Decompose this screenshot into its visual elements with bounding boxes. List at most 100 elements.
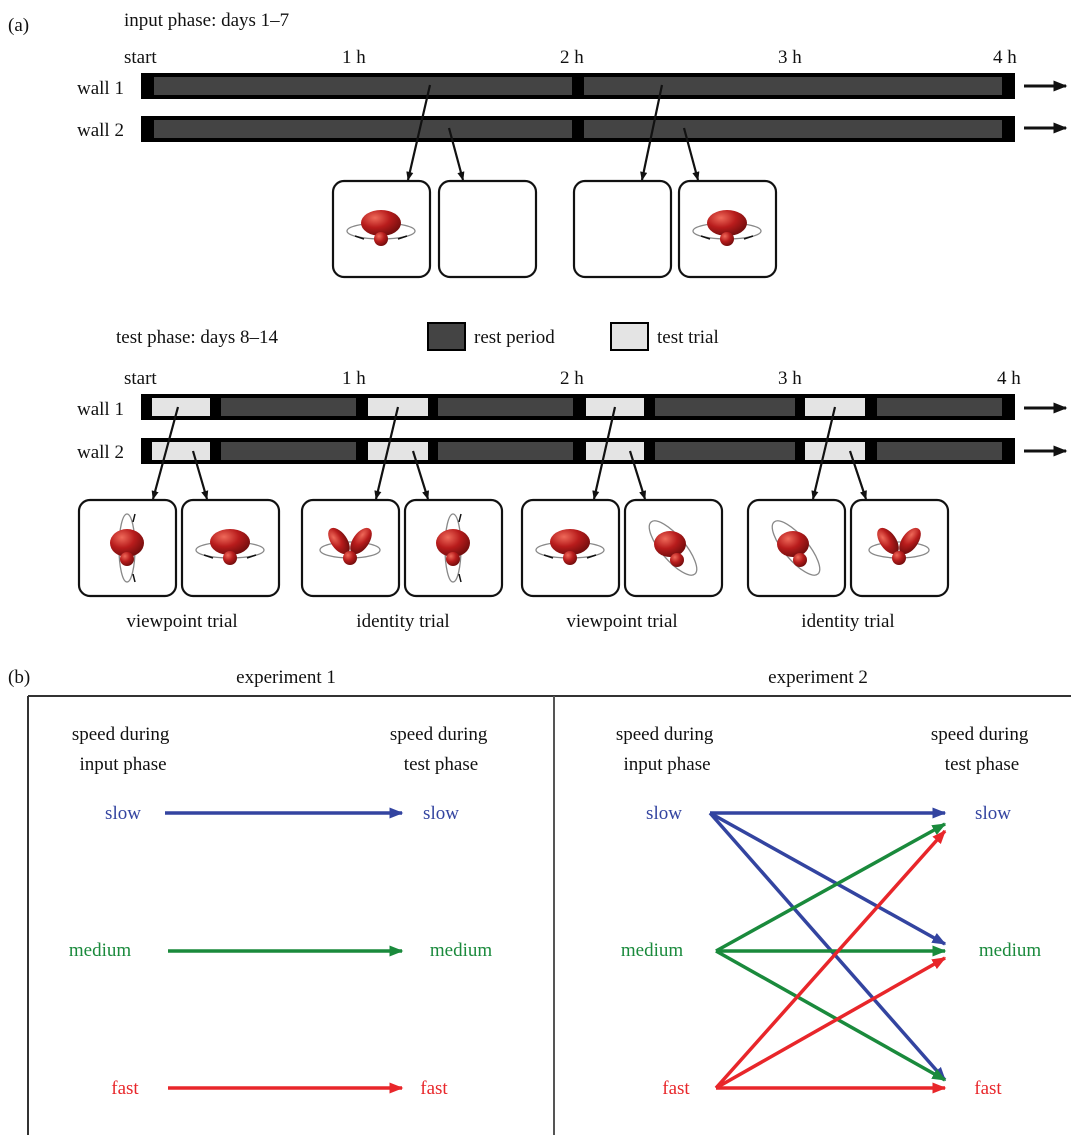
exp1-test-header-line-1: speed during [390, 724, 488, 745]
input-pointer-arrow [447, 127, 465, 181]
input-phase-title: input phase: days 1–7 [124, 10, 289, 31]
trial-label-viewpoint: viewpoint trial [126, 611, 237, 632]
exp2-test-slow: slow [975, 803, 1011, 824]
test-wall-2-rest-4 [877, 442, 1002, 460]
input-time-4h: 4 h [993, 47, 1017, 68]
exp1-input-slow: slow [105, 803, 141, 824]
trial-labels: viewpoint trial identity trial viewpoint… [126, 611, 894, 632]
exp2-arrow-fast-medium [715, 956, 947, 1090]
exp2-arrow-medium-fast [715, 949, 947, 1082]
test-pointer-arrow [411, 450, 430, 500]
test-wall-2-label: wall 2 [77, 442, 124, 463]
test-wall-1-rest-2 [438, 398, 573, 416]
exp2-test-medium: medium [979, 940, 1041, 961]
input-wall-2-label: wall 2 [77, 120, 124, 141]
exp1-input-header: speed during input phase [72, 724, 174, 775]
exp2-test-header: speed during test phase [931, 724, 1033, 775]
test-wall-2-rest-2 [438, 442, 573, 460]
test-time-axis: start 1 h 2 h 3 h 4 h [124, 368, 1021, 389]
exp2-arrow-slow-medium [709, 811, 947, 946]
test-wall-2-rest-3 [655, 442, 795, 460]
input-wall-1-rest-1 [154, 77, 572, 95]
test-wall-1-row: wall 1 [77, 394, 1068, 420]
test-wall-1-rest-3 [655, 398, 795, 416]
exp2-test-fast: fast [974, 1078, 1002, 1099]
exp2-input-slow: slow [646, 803, 682, 824]
exp1-test-medium: medium [430, 940, 492, 961]
exp2-input-header-line-2: input phase [623, 754, 710, 775]
trial-label-identity: identity trial [801, 611, 894, 632]
input-time-3h: 3 h [778, 47, 802, 68]
exp2-input-fast: fast [662, 1078, 690, 1099]
input-wall-1-label: wall 1 [77, 78, 124, 99]
exp1-input-header-line-1: speed during [72, 724, 170, 745]
test-wall-1-rest-4 [877, 398, 1002, 416]
exp2-arrow-slow-fast [708, 811, 947, 1082]
exp2-test-header-line-1: speed during [931, 724, 1029, 745]
legend: rest period test trial [427, 322, 719, 351]
test-wall-1-trial-1 [152, 398, 210, 416]
test-time-start: start [124, 368, 157, 389]
test-pointer-arrow [848, 450, 868, 500]
legend-test-label: test trial [657, 327, 719, 348]
input-wall-2-row: wall 2 [77, 116, 1068, 142]
input-wall-2-rest-1 [154, 120, 572, 138]
exp2-input-medium: medium [621, 940, 683, 961]
test-wall-1-label: wall 1 [77, 399, 124, 420]
display-screen [572, 179, 673, 279]
test-pointer-arrow [191, 450, 209, 500]
experiment-1-title: experiment 1 [236, 667, 336, 688]
test-display-screens [77, 498, 950, 598]
test-time-2h: 2 h [560, 368, 584, 389]
exp1-test-fast: fast [420, 1078, 448, 1099]
test-time-1h: 1 h [342, 368, 366, 389]
test-wall-2-trial-2 [368, 442, 428, 460]
test-pointer-arrow [811, 406, 837, 500]
test-pointer-arrows [151, 406, 868, 500]
input-wall-1-row: wall 1 [77, 73, 1068, 99]
test-wall-1-rest-1 [221, 398, 356, 416]
experiment-2-panel: speed during input phase speed during te… [616, 724, 1042, 1099]
test-wall-2-row: wall 2 [77, 438, 1068, 464]
trial-label-identity: identity trial [356, 611, 449, 632]
input-pointer-arrow [682, 127, 700, 181]
test-time-3h: 3 h [778, 368, 802, 389]
exp2-arrow-medium-slow [715, 822, 947, 953]
exp2-input-header-line-1: speed during [616, 724, 714, 745]
test-pointer-arrow [628, 450, 647, 500]
input-time-axis: start 1 h 2 h 3 h 4 h [124, 47, 1017, 68]
input-pointer-arrows [406, 84, 700, 181]
input-time-1h: 1 h [342, 47, 366, 68]
test-wall-2-trial-4 [805, 442, 865, 460]
experiments-frame [27, 695, 1071, 1135]
input-pointer-arrow [406, 84, 432, 181]
test-wall-2-trial-1 [152, 442, 210, 460]
legend-rest-label: rest period [474, 327, 555, 348]
test-pointer-arrow [374, 406, 400, 500]
panel-a-label: (a) [8, 15, 29, 36]
exp2-input-header: speed during input phase [616, 724, 718, 775]
test-phase-title: test phase: days 8–14 [116, 327, 279, 348]
exp1-input-medium: medium [69, 940, 131, 961]
exp1-test-header-line-2: test phase [404, 754, 478, 775]
experiment-1-panel: speed during input phase speed during te… [69, 724, 492, 1099]
exp1-input-fast: fast [111, 1078, 139, 1099]
legend-rest-swatch [427, 322, 466, 351]
test-wall-2-rest-1 [221, 442, 356, 460]
input-time-2h: 2 h [560, 47, 584, 68]
input-wall-2-rest-2 [584, 120, 1002, 138]
input-display-screens [331, 179, 778, 279]
panel-b-label: (b) [8, 667, 30, 688]
exp2-arrow-fast-slow [714, 829, 947, 1090]
input-time-start: start [124, 47, 157, 68]
exp1-input-header-line-2: input phase [79, 754, 166, 775]
trial-label-viewpoint: viewpoint trial [566, 611, 677, 632]
exp2-test-header-line-2: test phase [945, 754, 1019, 775]
test-wall-2-trial-3 [586, 442, 644, 460]
test-pointer-arrow [592, 406, 617, 500]
input-pointer-arrow [640, 84, 664, 181]
test-time-4h: 4 h [997, 368, 1021, 389]
display-screen [437, 179, 538, 279]
test-pointer-arrow [151, 406, 180, 500]
